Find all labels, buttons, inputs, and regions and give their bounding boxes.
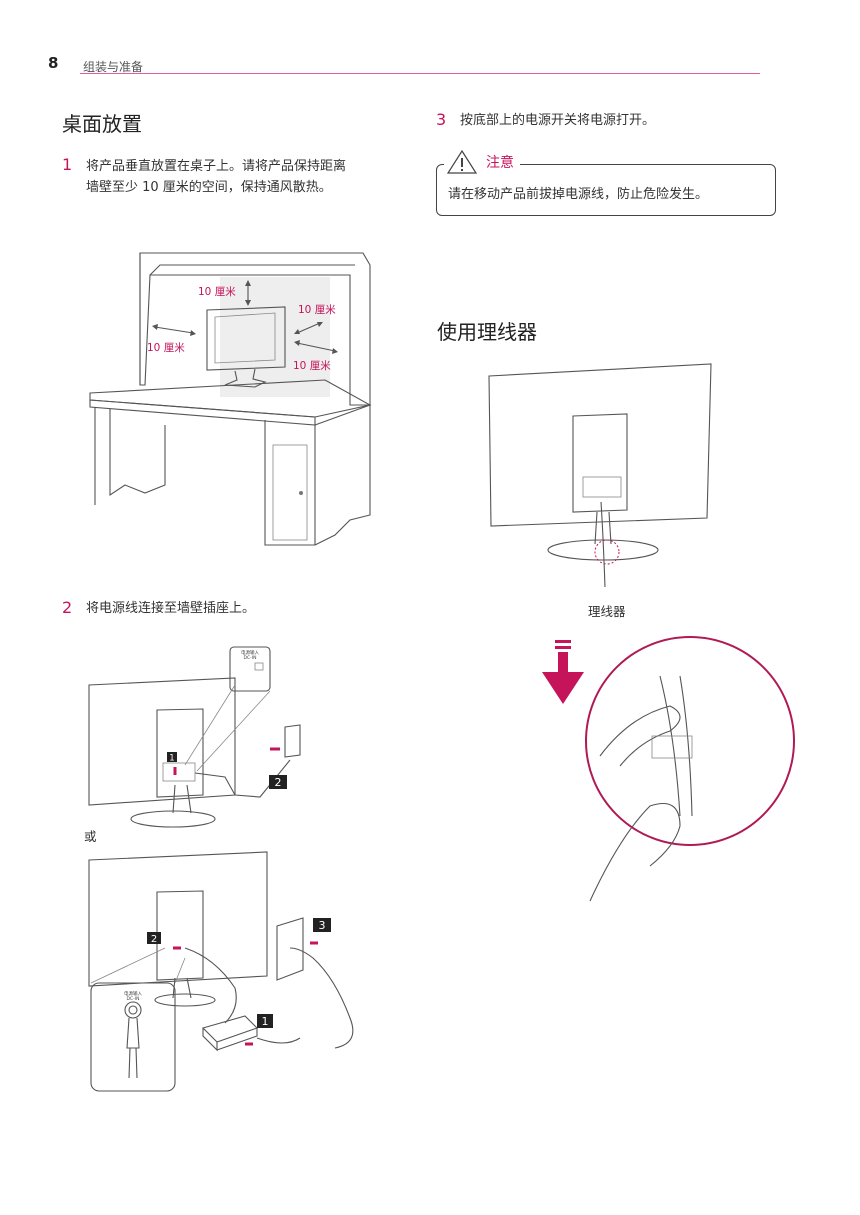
step-3-number: 3 [436,110,447,129]
power-connection-illustration-b: 电源输入 DC-IN 2 3 1 [88,851,354,1092]
desk-placement-illustration: 10 厘米 10 厘米 10 厘米 10 厘米 [89,252,372,546]
cable-holder-title: 使用理线器 [437,320,537,344]
caution-box [436,164,776,216]
step-2-text: 将电源线连接至墙壁插座上。 [86,601,256,616]
step-1-line-1: 将产品垂直放置在桌子上。请将产品保持距离 [86,159,347,174]
power-connection-illustration-a: 电源输入 DC-IN 1 2 [88,646,301,828]
caution-text: 请在移动产品前拔掉电源线，防止危险发生。 [448,187,709,202]
step-2-number: 2 [62,598,73,617]
port-label-line1-a: 电源输入 [241,649,259,656]
header-rule [80,73,760,74]
monitor-rear-illustration [488,363,712,588]
distance-label-top: 10 厘米 [198,285,236,298]
step-1-text: 将产品垂直放置在桌子上。请将产品保持距离 墙壁至少 10 厘米的空间，保持通风散… [86,156,346,198]
port-label-line2-a: DC-IN [244,655,257,661]
section-name: 组装与准备 [83,60,144,74]
callout-1-a: 1 [169,754,174,764]
cable-holder-caption: 理线器 [588,604,626,619]
desk-placement-title: 桌面放置 [62,112,142,136]
distance-label-right-top: 10 厘米 [298,303,336,316]
callout-2-b: 2 [151,934,157,945]
callout-3-b: 3 [319,919,326,932]
distance-label-left: 10 厘米 [147,341,185,354]
step-1-number: 1 [62,155,73,174]
or-text: 或 [84,829,97,844]
page-number: 8 [48,54,59,72]
callout-2-a: 2 [275,776,282,789]
caution-title: 注意 [486,155,514,171]
port-label-line2-b: DC-IN [127,996,140,1002]
cable-holder-closeup-illustration [542,636,795,902]
callout-1-b: 1 [262,1015,269,1028]
caution-header: 注意 [444,146,520,178]
port-label-line1-b: 电源输入 [124,990,142,997]
warning-triangle-icon [446,149,478,174]
step-3-text: 按底部上的电源开关将电源打开。 [460,113,656,128]
step-1-line-2: 墙壁至少 10 厘米的空间，保持通风散热。 [86,180,332,195]
distance-label-right-bottom: 10 厘米 [293,359,331,372]
